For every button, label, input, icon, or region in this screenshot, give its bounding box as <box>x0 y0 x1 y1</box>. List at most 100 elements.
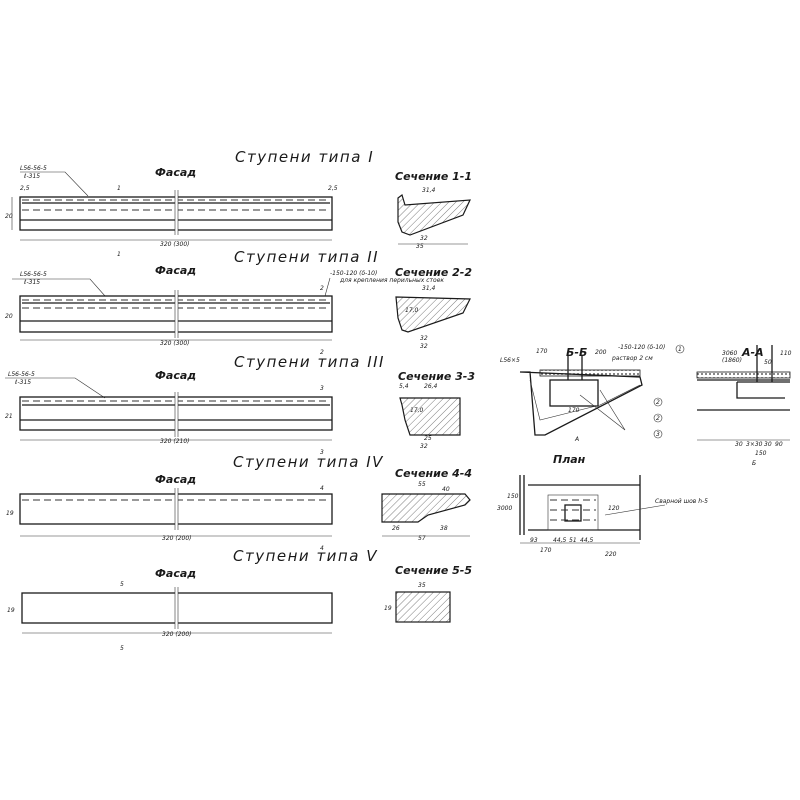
height-dim: 21 <box>5 413 13 420</box>
dim: 170 <box>536 348 548 355</box>
cut-mark-top: 3 <box>320 385 324 392</box>
type-title: Ступени типа V <box>233 547 378 565</box>
section-dim: 35 <box>416 243 424 250</box>
dim: 110 <box>780 350 792 357</box>
plate-label: -150-120 (δ-10) <box>330 270 377 277</box>
length-dim: 320 (300) <box>160 340 190 347</box>
height-dim: 19 <box>6 510 14 517</box>
dim: 30 <box>764 441 772 448</box>
section-shape <box>399 397 461 436</box>
weld-note: Сварной шов h-5 <box>655 498 708 505</box>
section-label: Сечение 1-1 <box>395 170 472 183</box>
length-dim: 320 (200) <box>162 631 192 638</box>
step-type-2: Ступени типа II Фасад L56-56-5 ℓ-315 -15… <box>5 248 472 356</box>
type-title: Ступени типа I <box>235 148 374 166</box>
cut-mark-bottom: 2 <box>320 349 324 356</box>
section-shape <box>395 591 451 623</box>
type-title: Ступени типа III <box>234 353 385 371</box>
section-dim: 38 <box>440 525 448 532</box>
section-dim: 35 <box>418 582 426 589</box>
dim-end-right: 2,5 <box>328 185 338 192</box>
type-title: Ступени типа II <box>234 248 379 266</box>
section-dim: 19 <box>384 605 392 612</box>
section-dim: 31,4 <box>422 187 436 194</box>
cut-mark-bottom: 1 <box>117 251 121 258</box>
cut-mark-top: 2 <box>320 285 324 292</box>
length-dim: 320 (200) <box>162 535 192 542</box>
dim: 150 <box>755 450 767 457</box>
plan-label: План <box>553 453 586 466</box>
step-type-3: Ступени типа III Фасад L56-56-5 ℓ-315 32… <box>5 353 475 456</box>
section-dim: 26 <box>392 525 400 532</box>
cut-mark-top: 1 <box>117 185 121 192</box>
section-dim: 17,0 <box>405 307 419 314</box>
section-label: Сечение 4-4 <box>395 467 472 480</box>
angle-length: ℓ-315 <box>23 173 40 180</box>
section-shape <box>397 194 471 236</box>
facade-label: Фасад <box>155 166 196 179</box>
length-dim: 320 (300) <box>160 241 190 248</box>
section-dim: 26,4 <box>424 383 438 390</box>
dim: 170 <box>540 547 552 554</box>
facade-beam <box>19 190 333 235</box>
dim: 90 <box>775 441 783 448</box>
section-label: Сечение 3-3 <box>398 370 475 383</box>
detail-section-aa: А-А 3060 (1860) 110 50 30 3×30 30 90 150… <box>696 345 792 467</box>
height-dim: 19 <box>7 607 15 614</box>
cut-mark-bottom: 5 <box>120 645 124 652</box>
section-label: Сечение 2-2 <box>395 266 472 279</box>
dim: 44,5 <box>580 537 594 544</box>
section-dim: 32 <box>420 443 428 450</box>
dim: 3060 <box>722 350 737 357</box>
facade-label: Фасад <box>155 264 196 277</box>
dim: 170 <box>568 407 580 414</box>
facade-label: Фасад <box>155 473 196 486</box>
height-dim: 20 <box>5 213 13 220</box>
height-dim: 20 <box>5 313 13 320</box>
plan-view: План Сварной шов h-5 93 44,5 51 44,5 170… <box>497 453 708 558</box>
dim: 220 <box>605 551 617 558</box>
mortar-note: раствор 2 см <box>611 355 653 362</box>
dim: 3000 <box>497 505 512 512</box>
angle-label: L56-56-5 <box>8 371 35 378</box>
section-dim: 17,0 <box>410 407 424 414</box>
dim: 30 <box>735 441 743 448</box>
step-type-4: Ступени типа IV Фасад 320 (200) 19 4 4 С… <box>6 453 472 552</box>
angle-length: ℓ-315 <box>14 379 31 386</box>
section-dim: 55 <box>418 481 426 488</box>
facade-label: Фасад <box>155 567 196 580</box>
facade-label: Фасад <box>155 369 196 382</box>
callout: 3 <box>656 431 660 438</box>
angle-label: L56-56-5 <box>20 165 47 172</box>
dim: (1860) <box>722 357 742 364</box>
cut-mark-bottom: 4 <box>320 545 324 552</box>
angle-length: ℓ-315 <box>23 279 40 286</box>
cut-mark-bottom: 3 <box>320 449 324 456</box>
detail-section-bb: Б-Б L56×5 170 200 -150-120 (δ-10) раство… <box>500 344 685 443</box>
dim-end-left: 2,5 <box>20 185 30 192</box>
detail-label: А-А <box>741 346 764 359</box>
detail-label: Б-Б <box>566 346 587 359</box>
dim: 44,5 <box>553 537 567 544</box>
dim: 3×30 <box>746 441 763 448</box>
section-dim: 40 <box>442 486 450 493</box>
step-type-5: Ступени типа V Фасад 320 (200) 19 5 5 Се… <box>7 547 472 652</box>
section-shape <box>381 493 471 523</box>
section-dim: 25 <box>424 435 432 442</box>
length-dim: 320 (210) <box>160 438 190 445</box>
callout: 1 <box>678 346 682 353</box>
plate-note: для крепления перильных стоек <box>339 277 444 284</box>
plate-label: -150-120 (δ-10) <box>618 344 665 351</box>
type-title: Ступени типа IV <box>233 453 384 471</box>
dim: 120 <box>608 505 620 512</box>
section-dim: 57 <box>418 535 426 542</box>
cut-mark: А <box>574 436 579 443</box>
angle-label: L56-56-5 <box>20 271 47 278</box>
cut-mark-top: 5 <box>120 581 124 588</box>
dim: 51 <box>569 537 577 544</box>
section-dim: 32 <box>420 235 428 242</box>
callout: 2 <box>656 415 660 422</box>
section-dim: 32 <box>420 343 428 350</box>
dim: 50 <box>764 359 772 366</box>
